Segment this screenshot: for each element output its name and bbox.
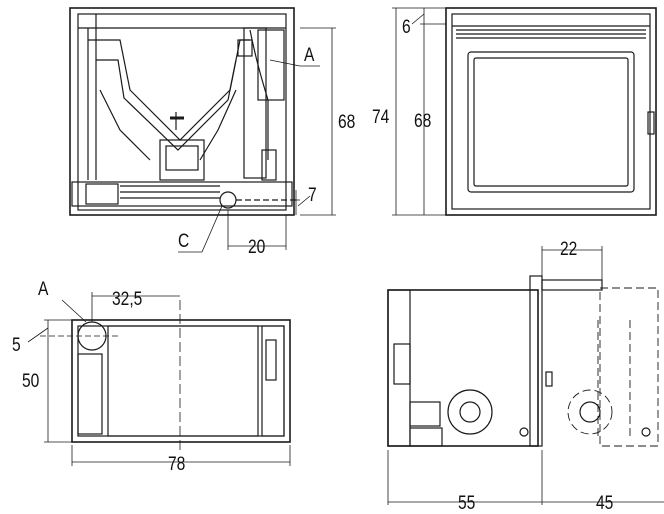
dim-height-overall: 74: [372, 107, 390, 128]
dim-width: 78: [168, 454, 186, 475]
dim-body-depth: 55: [458, 493, 476, 514]
callout-a-front: A: [304, 45, 315, 66]
dim-outlet-from-back: 5: [12, 335, 21, 356]
side-view: [387, 246, 664, 505]
dim-top-gap: 6: [402, 17, 411, 38]
dim-outlet-length: 22: [560, 239, 578, 260]
callout-c-front: C: [178, 231, 190, 252]
dim-door-clearance: 45: [596, 493, 614, 514]
callout-a-top: A: [38, 279, 49, 300]
dim-outlet-offset: 20: [248, 237, 266, 258]
dim-depth: 50: [22, 371, 40, 392]
dim-height-body: 68: [414, 111, 432, 132]
front-section-view: [69, 7, 336, 253]
dim-outlet-height: 7: [308, 185, 317, 206]
dim-outlet-from-left: 32,5: [112, 289, 143, 310]
top-view: [27, 292, 291, 466]
dim-height-total: 68: [338, 112, 356, 133]
front-view: [392, 7, 657, 216]
